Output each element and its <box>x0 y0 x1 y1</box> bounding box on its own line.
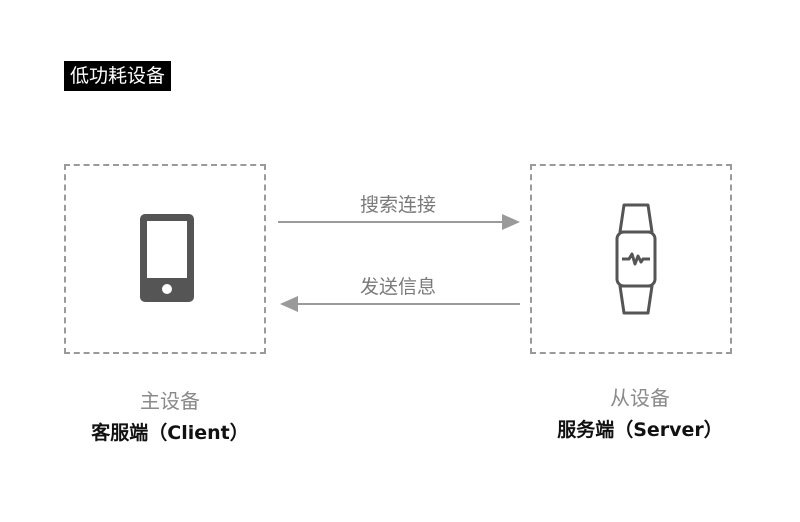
server-role-name: 从设备 <box>610 386 670 410</box>
smartphone-icon <box>140 214 194 302</box>
server-role: 从设备 服务端（Server） <box>540 385 740 443</box>
search-connect-label: 搜索连接 <box>359 194 436 216</box>
client-role-name: 主设备 <box>140 389 200 413</box>
right-arrow-icon <box>278 214 520 230</box>
send-message-label: 发送信息 <box>359 276 436 298</box>
client-role: 主设备 客服端（Client） <box>80 388 260 446</box>
smartwatch-icon <box>615 203 657 315</box>
server-device-box <box>530 164 732 354</box>
left-arrow-icon <box>280 296 520 312</box>
client-side-label: 客服端（Client） <box>91 422 249 444</box>
diagram-title: 低功耗设备 <box>64 61 172 91</box>
client-device-box <box>64 164 266 354</box>
server-side-label: 服务端（Server） <box>557 419 723 441</box>
